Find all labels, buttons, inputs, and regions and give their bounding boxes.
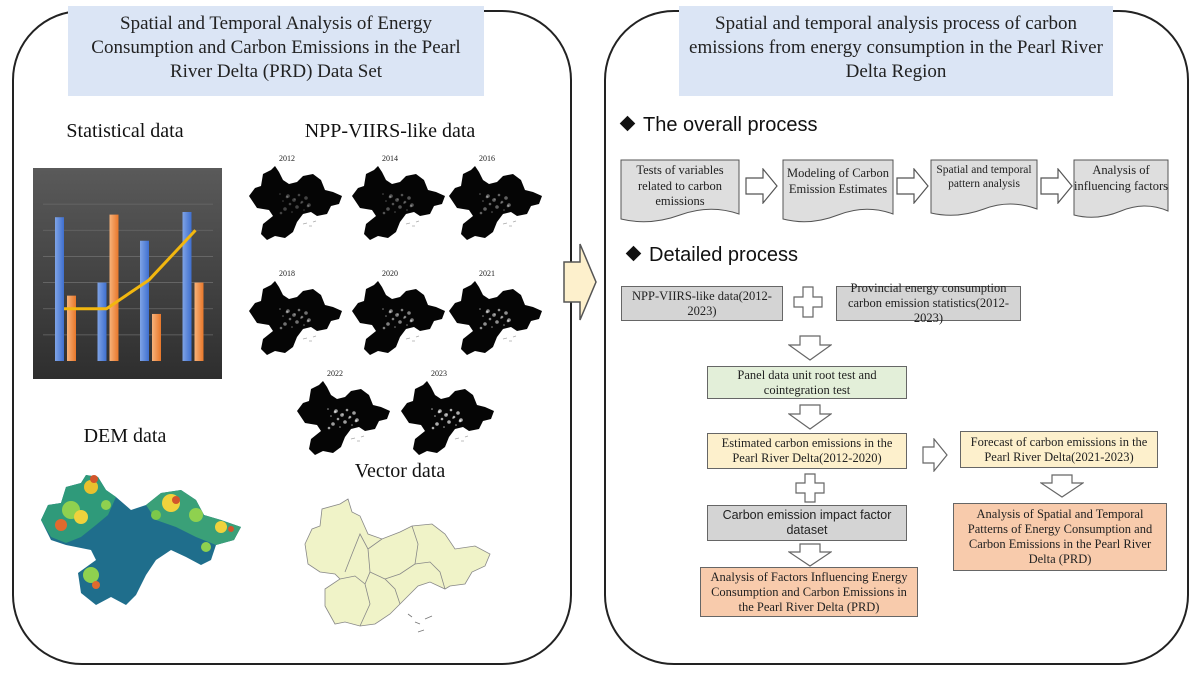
npp-map-2023: [401, 381, 494, 455]
diamond-bullet-icon: [619, 115, 636, 132]
npp-map-2014: [352, 166, 445, 240]
detailed-process-heading: Detailed process: [625, 244, 798, 267]
npp-map-2012: [249, 166, 342, 240]
trend-line: [64, 229, 197, 311]
npp-input-box: NPP-VIIRS-like data(2012-2023): [621, 286, 783, 321]
overall-step-2: Modeling of Carbon Emission Estimates: [782, 159, 894, 225]
overall-step-3-text: Spatial and temporal pattern analysis: [936, 164, 1032, 190]
down-arrow-icon: [788, 543, 832, 567]
plus-icon: [795, 473, 825, 503]
patterns-analysis-box: Analysis of Spatial and Temporal Pattern…: [953, 503, 1167, 571]
npp-viirs-label: NPP-VIIRS-like data: [304, 120, 476, 142]
plus-icon: [793, 286, 823, 318]
npp-year-label: 2020: [382, 269, 398, 278]
bar-blue: [97, 282, 107, 361]
step-arrow-icon: [745, 168, 778, 204]
dem-data-label: DEM data: [83, 425, 167, 447]
detailed-process-heading-text: Detailed process: [649, 244, 798, 266]
down-arrow-icon: [788, 335, 832, 361]
bar-orange: [194, 282, 204, 361]
vector-map: [304, 498, 491, 633]
npp-year-label: 2016: [479, 154, 495, 163]
npp-year-label: 2018: [279, 269, 295, 278]
dem-map: [41, 475, 241, 605]
npp-map-2022: [297, 381, 390, 455]
connector-arrow-icon: [563, 243, 597, 321]
npp-year-label: 2023: [431, 369, 447, 378]
npp-map-2018: [249, 281, 342, 355]
bar-blue: [182, 211, 192, 361]
estimated-emissions-box: Estimated carbon emissions in the Pearl …: [707, 433, 907, 469]
bar-orange: [152, 313, 161, 361]
npp-year-label: 2021: [479, 269, 495, 278]
overall-step-1-text: Tests of variables related to carbon emi…: [636, 163, 724, 208]
overall-process-heading: The overall process: [619, 114, 818, 137]
down-arrow-icon: [1040, 474, 1084, 498]
down-arrow-icon: [788, 404, 832, 430]
step-arrow-icon: [896, 168, 929, 204]
npp-year-label: 2012: [279, 154, 295, 163]
impact-factor-dataset-box: Carbon emission impact factor dataset: [707, 505, 907, 541]
bar-blue: [55, 217, 64, 361]
overall-step-3: Spatial and temporal pattern analysis: [930, 159, 1038, 219]
right-panel-title: Spatial and temporal analysis process of…: [679, 6, 1113, 96]
npp-map-2021: [449, 281, 542, 355]
forecast-emissions-box: Forecast of carbon emissions in the Pear…: [960, 431, 1158, 468]
factors-analysis-box: Analysis of Factors Influencing Energy C…: [700, 567, 918, 617]
npp-year-label: 2022: [327, 369, 343, 378]
npp-map-2016: [449, 166, 542, 240]
overall-process-heading-text: The overall process: [643, 114, 818, 136]
vector-data-label: Vector data: [354, 460, 446, 482]
overall-step-1: Tests of variables related to carbon emi…: [620, 159, 740, 225]
right-arrow-icon: [922, 438, 948, 472]
statistical-chart: [33, 168, 222, 379]
overall-step-2-text: Modeling of Carbon Emission Estimates: [786, 166, 890, 196]
npp-year-label: 2014: [382, 154, 398, 163]
diamond-bullet-icon: [625, 245, 642, 262]
npp-map-2020: [352, 281, 445, 355]
overall-step-4: Analysis of influencing factors: [1073, 159, 1169, 221]
bar-orange: [67, 295, 76, 361]
left-panel-title: Spatial and Temporal Analysis of Energy …: [68, 6, 484, 96]
panel-test-box: Panel data unit root test and cointegrat…: [707, 366, 907, 399]
step-arrow-icon: [1040, 168, 1073, 204]
statistical-data-label: Statistical data: [66, 120, 184, 142]
provincial-input-box: Provincial energy consumption carbon emi…: [836, 281, 1021, 325]
bar-blue: [140, 240, 149, 361]
overall-step-4-text: Analysis of influencing factors: [1073, 163, 1169, 193]
bar-orange: [109, 214, 119, 361]
